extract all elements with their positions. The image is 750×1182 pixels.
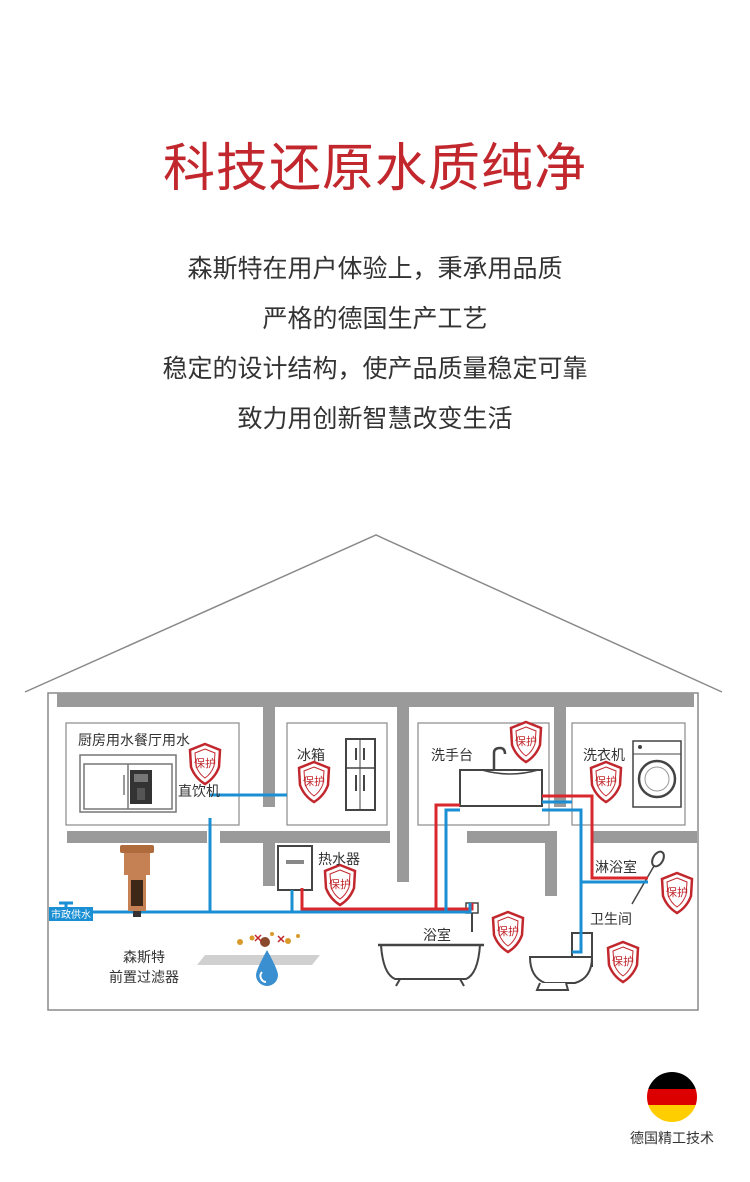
bath-label: 浴室	[423, 927, 451, 944]
bathtub	[378, 902, 484, 987]
cold-water-pipes	[52, 793, 648, 954]
shield-bath-label: 保护	[497, 924, 519, 938]
dispenser-machine	[130, 770, 152, 804]
page-title: 科技还原水质纯净	[162, 139, 587, 199]
intro-line-3: 稳定的设计结构，使产品质量稳定可靠	[162, 354, 588, 383]
shield-heater-label: 保护	[329, 877, 351, 891]
shower-label: 淋浴室	[595, 859, 637, 876]
shield-sink-label: 保护	[515, 734, 537, 748]
shield-shower-label: 保护	[666, 885, 688, 899]
german-tech-badge: 德国精工技术	[622, 1072, 722, 1148]
shower-head	[631, 850, 665, 905]
water-drop-illustration	[197, 932, 320, 986]
intro-line-1: 森斯特在用户体验上，秉承用品质	[187, 254, 563, 283]
shield-dispenser-label: 保护	[194, 756, 216, 770]
toilet	[528, 932, 594, 991]
washer-label: 洗衣机	[583, 748, 625, 764]
interior-walls	[57, 693, 697, 896]
intro-line-2: 严格的德国生产工艺	[262, 304, 488, 333]
washing-machine	[632, 740, 682, 808]
badge-label: 德国精工技术	[630, 1131, 714, 1147]
shield-toilet-label: 保护	[612, 954, 634, 968]
fridge-appliance	[345, 738, 376, 811]
hot-water-pipes	[300, 794, 648, 911]
sink-label: 洗手台	[431, 748, 473, 764]
german-flag-icon	[647, 1072, 697, 1122]
kitchen-label: 厨房用水餐厅用水	[78, 733, 190, 749]
supply-label: 市政供水	[51, 908, 91, 921]
toilet-label: 卫生间	[590, 912, 632, 928]
pre-filter	[120, 845, 154, 917]
intro-line-4: 致力用创新智慧改变生活	[237, 404, 513, 433]
house-outline	[24, 534, 723, 693]
water-heater	[277, 845, 313, 891]
supply-tag	[49, 907, 93, 921]
house-water-diagram: 市政供水 保护 保护 保护 保护 保护 保护 保护 保护	[24, 534, 723, 1011]
filter-label-line1: 森斯特	[123, 950, 165, 966]
filter-label-line2: 前置过滤器	[109, 969, 179, 986]
sink-fixture	[459, 746, 543, 807]
dispenser-label: 直饮机	[178, 783, 220, 800]
heater-label: 热水器	[318, 852, 360, 868]
fridge-label: 冰箱	[297, 748, 325, 764]
shield-fridge-label: 保护	[303, 774, 325, 788]
shield-washer-label: 保护	[595, 774, 617, 788]
